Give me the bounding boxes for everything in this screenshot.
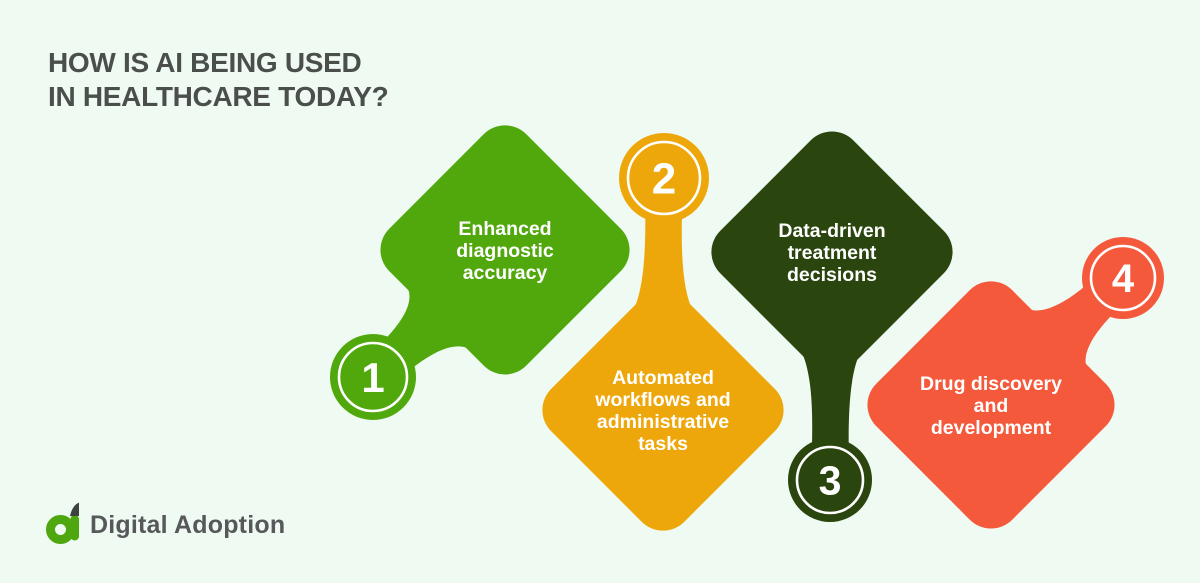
step-2-label-line: tasks <box>638 433 688 455</box>
step-2-number: 2 <box>652 155 676 204</box>
digital-adoption-icon <box>46 502 79 544</box>
step-4-number: 4 <box>1112 257 1135 301</box>
logo-leaf-shape <box>70 502 79 516</box>
brand-logo: Digital Adoption <box>46 502 286 544</box>
step-1-label-line: Enhanced <box>458 218 551 240</box>
step-1-number: 1 <box>361 354 384 401</box>
step-1-number-ring <box>337 341 409 413</box>
step-3-number-ring <box>795 445 865 515</box>
logo-stem-shape <box>70 515 79 541</box>
step-1-label-line: diagnostic <box>456 240 554 262</box>
step-4-number-ring <box>1089 244 1157 312</box>
step-2-diamond <box>542 289 784 531</box>
step-4-number-circle <box>1082 237 1164 319</box>
step-2-label-line: Automated <box>612 367 714 389</box>
logo-ring-shape <box>46 515 75 544</box>
brand-name: Digital Adoption <box>90 510 286 539</box>
step-3-diamond <box>711 131 953 373</box>
step-3-label-line: Data-driven <box>778 220 885 242</box>
step-4-label-line: development <box>931 417 1052 439</box>
step-4-label-line: and <box>974 395 1009 417</box>
step-2-number-ring <box>626 140 702 216</box>
step-3-label-line: treatment <box>788 242 877 264</box>
step-3-number: 3 <box>819 458 842 504</box>
step-4-diamond <box>867 281 1115 529</box>
step-4-label-line: Drug discovery <box>920 373 1062 395</box>
step-1-number-circle <box>330 334 416 420</box>
step-1-label-line: accuracy <box>463 262 548 284</box>
page-title: HOW IS AI BEING USED IN HEALTHCARE TODAY… <box>48 46 389 114</box>
title-line-1: HOW IS AI BEING USED <box>48 47 362 78</box>
step-2-label-line: workflows and <box>594 389 730 411</box>
step-1-diamond <box>380 125 630 375</box>
step-3-number-circle <box>788 438 872 522</box>
step-3-label-line: decisions <box>787 264 877 286</box>
step-2-number-circle <box>619 133 709 223</box>
step-2-label-line: administrative <box>597 411 729 433</box>
title-line-2: IN HEALTHCARE TODAY? <box>48 81 389 112</box>
